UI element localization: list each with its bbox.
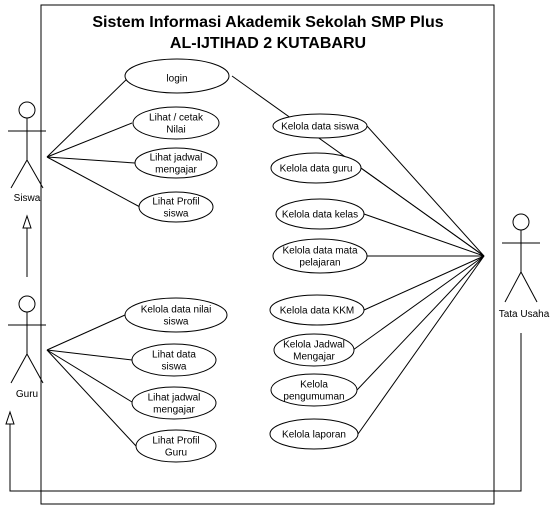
assoc-guru-lihat-profil bbox=[46, 349, 137, 447]
use-case-label-kelola-jadwal-mengajar-line-2: Mengajar bbox=[293, 352, 335, 363]
use-case-label-kelola-data-siswa-line-1: Kelola data siswa bbox=[281, 122, 359, 133]
use-case-ellipse-lihat-cetak-nilai bbox=[132, 106, 220, 140]
use-case-label-kelola-pengumuman-line-2: pengumuman bbox=[283, 392, 344, 403]
use-case-label-lihat-cetak-nilai-line-2: Nilai bbox=[166, 125, 185, 136]
assoc-tu-kelola-pengumuman bbox=[356, 255, 485, 391]
use-case-label-lihat-profil-siswa-line-2: siswa bbox=[163, 209, 188, 220]
use-case-ellipse-kelola-data-nilai-siswa bbox=[124, 297, 228, 333]
actor-label-siswa: Siswa bbox=[14, 193, 41, 204]
use-case-ellipse-lihat-jadwal-mengajar-siswa bbox=[134, 147, 218, 179]
assoc-siswa-lihat-jadwal bbox=[46, 156, 136, 164]
assoc-tu-kelola-siswa bbox=[366, 125, 485, 257]
use-case-label-lihat-jadwal-mengajar-guru-line-1: Lihat jadwal bbox=[148, 393, 201, 404]
associations bbox=[46, 75, 485, 447]
assoc-tu-kelola-kkm bbox=[363, 255, 485, 311]
use-case-label-lihat-cetak-nilai-line-1: Lihat / cetak bbox=[149, 113, 204, 124]
use-case-label-lihat-jadwal-mengajar-guru-line-2: mengajar bbox=[153, 405, 195, 416]
use-case-label-kelola-data-nilai-siswa-line-1: Kelola data nilai bbox=[141, 305, 212, 316]
assoc-guru-lihat-data-siswa bbox=[46, 349, 133, 361]
actor-label-tata-usaha: Tata Usaha bbox=[499, 309, 550, 320]
use-case-kelola-data-siswa: Kelola data siswa bbox=[272, 113, 368, 139]
actor-guru bbox=[8, 295, 46, 384]
actor-siswa-head bbox=[18, 101, 36, 119]
use-case-label-kelola-data-guru-line-1: Kelola data guru bbox=[280, 164, 353, 175]
use-case-ellipse-kelola-data-siswa bbox=[272, 113, 368, 139]
use-case-ellipse-lihat-jadwal-mengajar-guru bbox=[131, 386, 217, 420]
use-case-label-lihat-profil-guru-line-1: Lihat Profil bbox=[152, 436, 199, 447]
generalization-arrowhead-siswa bbox=[22, 214, 32, 229]
generalization-tu-guru-line bbox=[9, 333, 522, 492]
use-case-label-kelola-jadwal-mengajar-line-1: Kelola Jadwal bbox=[283, 340, 345, 351]
use-case-ellipse-lihat-profil-siswa bbox=[138, 191, 214, 223]
use-case-kelola-data-kelas: Kelola data kelas bbox=[275, 198, 365, 230]
use-case-ellipse-kelola-jadwal-mengajar bbox=[273, 333, 355, 367]
use-case-label-kelola-data-nilai-siswa-line-2: siswa bbox=[163, 317, 188, 328]
use-case-login: login bbox=[124, 58, 230, 94]
assoc-guru-lihat-jadwal bbox=[46, 349, 133, 403]
use-case-ellipse-login bbox=[124, 58, 230, 94]
actor-label-guru: Guru bbox=[16, 389, 38, 400]
use-case-ellipse-kelola-data-guru bbox=[270, 152, 362, 184]
assoc-siswa-lihat-profil bbox=[46, 156, 141, 208]
use-case-label-lihat-profil-siswa-line-1: Lihat Profil bbox=[152, 197, 199, 208]
use-case-label-kelola-data-kelas-line-1: Kelola data kelas bbox=[282, 210, 358, 221]
use-case-label-kelola-laporan-line-1: Kelola laporan bbox=[282, 430, 346, 441]
use-case-label-lihat-jadwal-mengajar-siswa-line-1: Lihat jadwal bbox=[150, 153, 203, 164]
use-case-kelola-laporan: Kelola laporan bbox=[269, 418, 359, 450]
generalization-arrowhead-guru bbox=[5, 410, 15, 425]
assoc-siswa-lihat-nilai bbox=[46, 122, 133, 158]
assoc-tu-kelola-jadwal bbox=[352, 255, 485, 351]
use-case-label-kelola-data-mata-pelajaran-line-2: pelajaran bbox=[299, 258, 340, 269]
use-case-ellipse-kelola-laporan bbox=[269, 418, 359, 450]
system-boundary bbox=[40, 4, 495, 505]
use-case-ellipse-kelola-pengumuman bbox=[270, 373, 358, 407]
assoc-guru-kelola-nilai bbox=[46, 314, 126, 351]
actor-siswa bbox=[8, 101, 46, 189]
actor-tata-usaha bbox=[502, 213, 540, 303]
use-case-label-lihat-jadwal-mengajar-siswa-line-2: mengajar bbox=[155, 165, 197, 176]
actor-guru-head bbox=[18, 295, 36, 313]
use-case-kelola-data-guru: Kelola data guru bbox=[270, 152, 362, 184]
assoc-siswa-login bbox=[46, 75, 131, 158]
use-case-ellipse-lihat-profil-guru bbox=[135, 429, 217, 463]
use-case-label-kelola-data-kkm-line-1: Kelola data KKM bbox=[280, 306, 355, 317]
assoc-tu-kelola-laporan bbox=[357, 255, 485, 435]
use-case-label-lihat-data-siswa-line-1: Lihat data bbox=[152, 350, 196, 361]
use-case-label-lihat-profil-guru-line-2: Guru bbox=[165, 448, 187, 459]
actor-tata-usaha-head bbox=[512, 213, 530, 231]
use-case-kelola-data-kkm: Kelola data KKM bbox=[269, 294, 365, 326]
use-case-ellipse-kelola-data-kkm bbox=[269, 294, 365, 326]
use-case-label-kelola-data-mata-pelajaran-line-1: Kelola data mata bbox=[282, 246, 357, 257]
use-case-ellipse-lihat-data-siswa bbox=[131, 343, 217, 377]
system-title-line-2: AL-IJTIHAD 2 KUTABARU bbox=[170, 35, 366, 52]
assoc-tu-kelola-kelas bbox=[363, 213, 485, 257]
use-case-label-kelola-pengumuman-line-1: Kelola bbox=[300, 380, 328, 391]
use-case-ellipse-kelola-data-kelas bbox=[275, 198, 365, 230]
use-case-label-login-line-1: login bbox=[166, 74, 187, 85]
use-case-label-lihat-data-siswa-line-2: siswa bbox=[161, 362, 186, 373]
system-title-line-1: Sistem Informasi Akademik Sekolah SMP Pl… bbox=[92, 14, 443, 31]
use-case-ellipse-kelola-data-mata-pelajaran bbox=[272, 238, 368, 274]
